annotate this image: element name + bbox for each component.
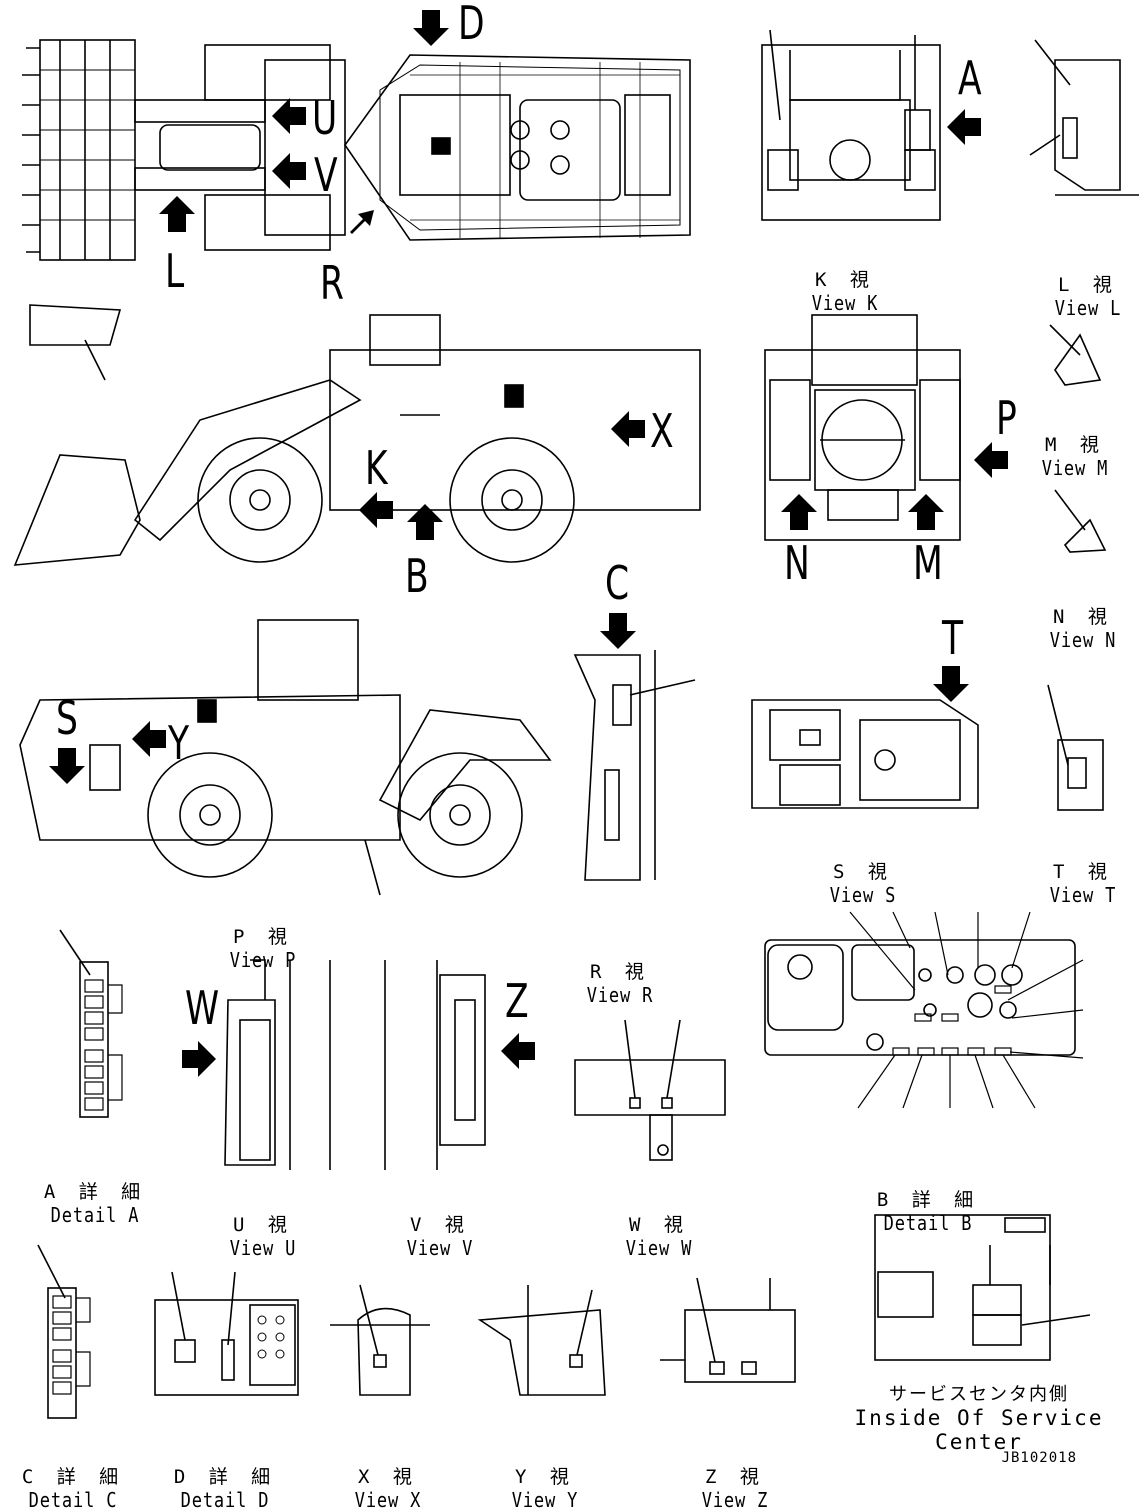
view-v-drawing bbox=[329, 960, 486, 1170]
arrow-m bbox=[908, 494, 944, 530]
arrow-z bbox=[501, 1033, 535, 1069]
callout-letter-w: W bbox=[185, 981, 220, 1035]
callout-letter-x: X bbox=[650, 404, 674, 458]
callout-letter-a: A bbox=[958, 51, 982, 105]
detail-b-drawing bbox=[764, 911, 1084, 1109]
arrow-l bbox=[159, 196, 195, 232]
detail-c-drawing bbox=[37, 1244, 91, 1419]
view-k-drawing bbox=[761, 29, 941, 221]
arrow-x bbox=[611, 411, 645, 447]
callout-letter-k: K bbox=[365, 441, 388, 495]
loader-side-view-left bbox=[13, 304, 701, 566]
arrow-v bbox=[272, 153, 306, 189]
view-z-drawing bbox=[660, 1277, 796, 1383]
arrow-u bbox=[272, 98, 306, 134]
view-p-drawing bbox=[764, 314, 961, 541]
loader-side-view-right bbox=[19, 619, 552, 896]
view-w-drawing bbox=[574, 1019, 726, 1161]
service-center-drawing bbox=[874, 1214, 1091, 1361]
callout-letter-b: B bbox=[405, 549, 429, 603]
arrow-r bbox=[350, 210, 374, 234]
callout-letter-z: Z bbox=[505, 974, 529, 1028]
arrow-n bbox=[781, 494, 817, 530]
callout-letter-u: U bbox=[312, 91, 338, 145]
view-m-drawing bbox=[1049, 324, 1102, 386]
view-x-drawing bbox=[330, 1284, 430, 1396]
arrow-t bbox=[933, 666, 969, 702]
arrow-a bbox=[947, 109, 981, 145]
callout-letter-s: S bbox=[56, 691, 78, 745]
arrow-b bbox=[407, 504, 443, 540]
arrow-c bbox=[600, 613, 636, 649]
callout-letter-t: T bbox=[942, 611, 964, 665]
callout-letter-v: V bbox=[314, 148, 338, 202]
view-n-drawing bbox=[1054, 489, 1107, 553]
callout-arrows bbox=[49, 10, 1008, 1077]
loader-top-view bbox=[22, 39, 691, 261]
arrow-w bbox=[182, 1041, 216, 1077]
callout-letter-c: C bbox=[605, 556, 630, 610]
view-r-drawing bbox=[573, 650, 696, 881]
view-y-drawing bbox=[477, 1285, 606, 1396]
view-u-drawing bbox=[224, 959, 291, 1170]
view-s-drawing bbox=[751, 699, 979, 809]
document-id: JB102018 bbox=[1001, 1450, 1077, 1466]
callout-letter-r: R bbox=[320, 256, 344, 310]
arrow-k bbox=[359, 492, 393, 528]
arrow-s bbox=[49, 748, 85, 784]
arrow-y bbox=[132, 721, 166, 757]
view-t-drawing bbox=[1047, 684, 1104, 811]
callout-letter-y: Y bbox=[168, 716, 190, 770]
arrow-p bbox=[974, 442, 1008, 478]
callout-letter-n: N bbox=[784, 536, 810, 590]
view-l-drawing bbox=[1029, 39, 1139, 196]
detail-d-drawing bbox=[154, 1271, 299, 1396]
callout-letter-d: D bbox=[458, 0, 485, 50]
callout-letter-m: M bbox=[913, 536, 943, 590]
detail-a-drawing bbox=[59, 929, 123, 1118]
callout-letter-p: P bbox=[996, 391, 1017, 445]
callout-letter-l: L bbox=[165, 244, 185, 298]
arrow-d bbox=[413, 10, 449, 46]
caption-service-center: サービスセンタ内側 Inside Of Service Center bbox=[854, 1384, 1104, 1454]
